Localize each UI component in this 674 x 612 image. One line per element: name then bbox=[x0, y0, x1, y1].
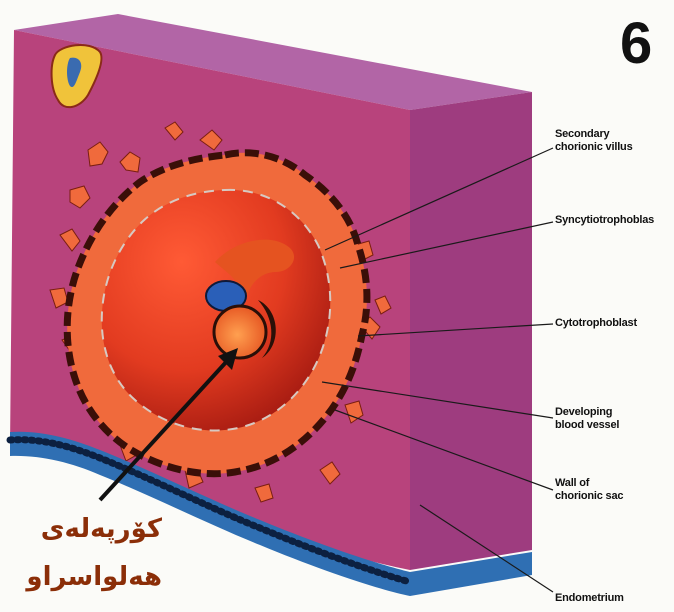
label-developing-blood-vessel: Developing blood vessel bbox=[555, 406, 619, 432]
label-endometrium: Endometrium bbox=[555, 592, 624, 605]
embryo-caption-line-1: کۆرپەلەی bbox=[12, 514, 162, 544]
embryo-caption-line-2: هەلواسراو bbox=[12, 562, 162, 592]
label-syncytiotrophoblast: Syncytiotrophoblas bbox=[555, 214, 654, 227]
block-side-face bbox=[410, 92, 532, 570]
label-wall-of-chorionic-sac: Wall of chorionic sac bbox=[555, 477, 623, 503]
label-secondary-chorionic-villus: Secondary chorionic villus bbox=[555, 128, 633, 154]
embryonic-disc bbox=[214, 306, 266, 358]
panel-number: 6 bbox=[620, 14, 652, 74]
label-cytotrophoblast: Cytotrophoblast bbox=[555, 317, 637, 330]
